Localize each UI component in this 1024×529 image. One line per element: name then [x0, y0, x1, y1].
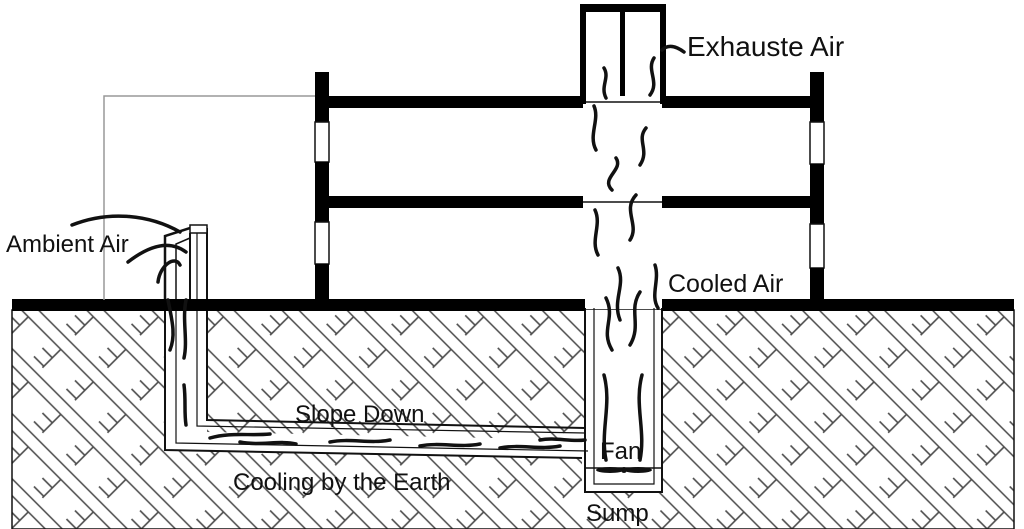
exhaust-chimney	[580, 4, 666, 104]
label-sump: Sump	[586, 500, 649, 527]
label-cooling-by-earth: Cooling by the Earth	[233, 469, 451, 496]
ground-slab	[12, 299, 585, 311]
outline-line	[103, 95, 315, 300]
label-ambient-air: Ambient Air	[6, 231, 129, 258]
label-exhaust-air: Exhauste Air	[687, 31, 845, 62]
earth-tunnel	[164, 228, 663, 493]
label-cooled-air: Cooled Air	[668, 270, 784, 298]
airflow-arrows	[70, 44, 686, 462]
label-fan: Fan	[600, 438, 642, 465]
fan-icon	[596, 467, 652, 473]
floor-slabs	[315, 96, 824, 208]
label-slope-down: Slope Down	[295, 401, 425, 428]
soil-section	[11, 309, 1015, 529]
ground-slab-right	[662, 299, 1014, 311]
